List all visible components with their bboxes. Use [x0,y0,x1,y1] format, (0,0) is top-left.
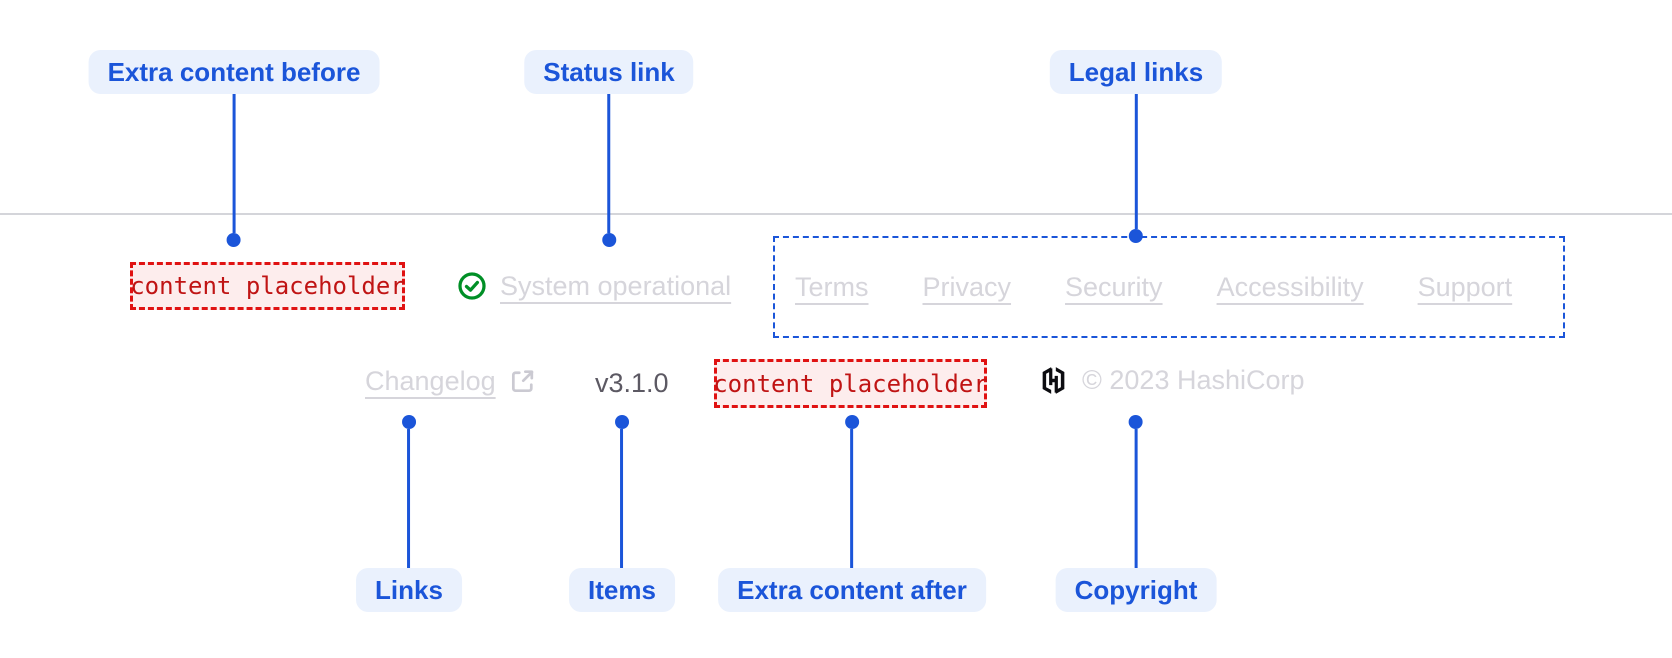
callout-line [1134,429,1138,568]
callout-dot [844,415,859,429]
callout-line [620,429,624,568]
callout-links: Links [356,415,462,612]
legal-link-accessibility[interactable]: Accessibility [1216,271,1364,302]
callout-line [1134,94,1138,229]
hashicorp-logo [1038,365,1069,396]
copyright: © 2023 HashiCorp [1038,362,1305,398]
legal-links-group: Terms Privacy Security Accessibility Sup… [773,236,1565,338]
version-item: v3.1.0 [595,368,669,398]
check-circle-icon [457,271,487,301]
changelog-link[interactable]: Changelog [365,363,538,399]
callout-line [407,429,411,568]
extra-content-before-placeholder: content placeholder [130,262,405,310]
callout-dot [401,415,416,429]
callout-extra-content-before: Extra content before [88,50,380,247]
copyright-text: © 2023 HashiCorp [1082,364,1305,395]
footer-top-divider [0,213,1672,215]
legal-link-terms[interactable]: Terms [795,271,869,302]
callout-label: Links [356,568,462,612]
callout-dot [601,233,616,247]
callout-line [232,94,236,233]
callout-dot [1128,415,1143,429]
callout-label: Items [569,568,675,612]
callout-dot [614,415,629,429]
callout-line [850,429,854,568]
callout-legal-links: Legal links [1049,50,1223,243]
external-link-icon [507,366,538,397]
status-link-label[interactable]: System operational [500,270,732,301]
legal-link-support[interactable]: Support [1417,271,1513,302]
status-link[interactable]: System operational [457,268,731,304]
callout-copyright: Copyright [1055,415,1217,612]
placeholder-text: content placeholder [713,369,988,398]
callout-label: Extra content after [718,568,986,612]
callout-line [607,94,611,233]
callout-dot [226,233,241,247]
callout-label: Status link [524,50,694,94]
callout-status-link: Status link [524,50,694,247]
callout-label: Extra content before [88,50,380,94]
callout-label: Copyright [1055,568,1217,612]
callout-label: Legal links [1049,50,1223,94]
legal-link-privacy[interactable]: Privacy [922,271,1012,302]
legal-link-security[interactable]: Security [1065,271,1163,302]
extra-content-after-placeholder: content placeholder [713,359,988,408]
placeholder-text: content placeholder [130,272,405,300]
changelog-link-label[interactable]: Changelog [365,365,496,396]
callout-extra-content-after: Extra content after [718,415,986,612]
callout-items: Items [569,415,675,612]
